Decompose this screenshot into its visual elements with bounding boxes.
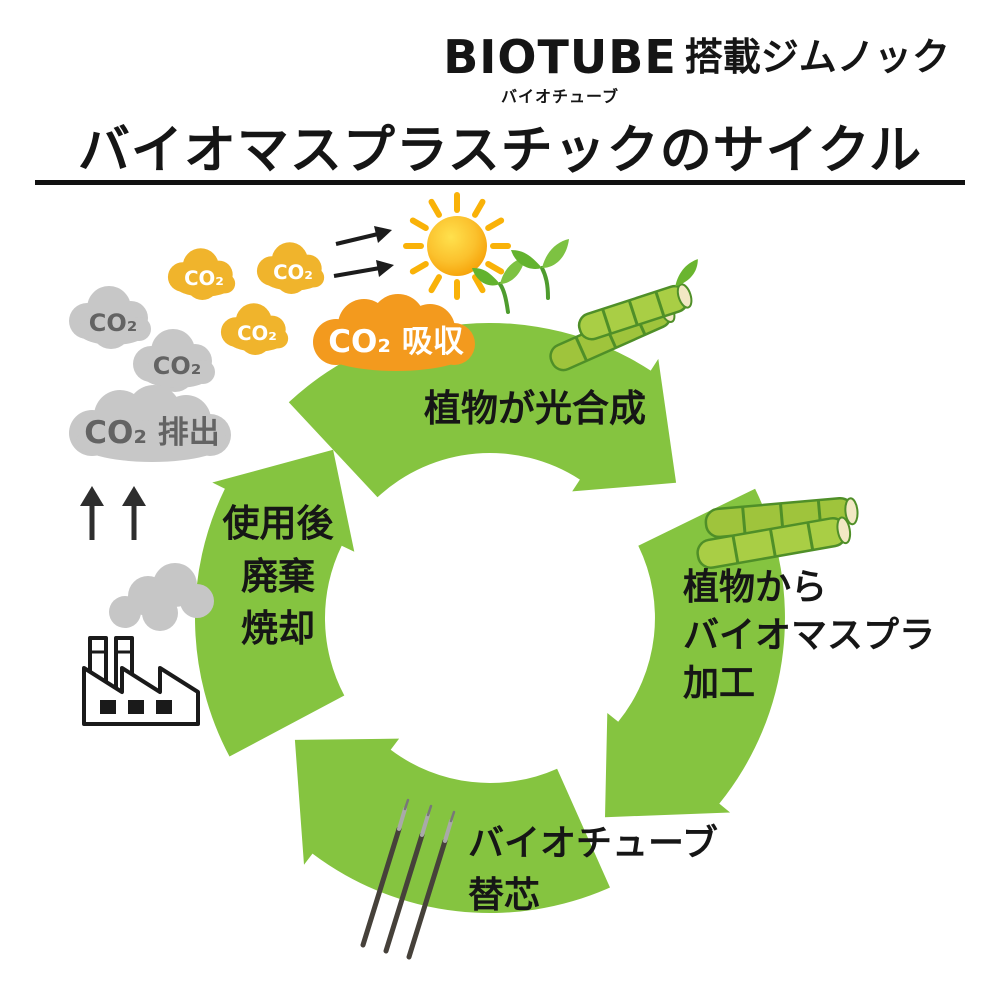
sun-ray xyxy=(472,274,486,294)
cloud-label: CO₂ xyxy=(273,261,313,284)
sun-icon xyxy=(403,192,511,300)
cycle-arrow-left xyxy=(195,449,355,757)
co2-absorption-cloud: CO₂ 吸収 xyxy=(313,294,475,371)
cycle-step-processing: 植物から バイオマスプラ 加工 xyxy=(683,564,935,708)
cloud-base xyxy=(227,327,287,352)
brand-lockup: BIOTUBE バイオチューブ 搭載ジムノック xyxy=(443,34,950,107)
sun-ray xyxy=(472,198,486,218)
sugarcane-icon-top xyxy=(549,259,698,372)
right-arrow-icon xyxy=(333,226,394,278)
sprout-icon xyxy=(472,239,569,314)
page-title: バイオマスプラスチックのサイクル xyxy=(77,121,923,181)
cloud-base xyxy=(141,358,213,388)
sun-ray xyxy=(409,217,429,231)
label-line: 使用後 xyxy=(222,502,334,545)
cloud-label: CO₂ xyxy=(89,309,138,337)
brand-column: BIOTUBE バイオチューブ xyxy=(443,34,677,107)
label-line: 加工 xyxy=(683,662,756,704)
cycle-arrows xyxy=(195,323,785,913)
label-line: 替芯 xyxy=(468,875,541,917)
co2-clouds: CO₂ CO₂ CO₂ 排出 CO₂ CO₂ CO₂ CO₂ 吸収 xyxy=(69,242,475,462)
sugarcane-icon-right xyxy=(696,496,859,569)
sun-ray xyxy=(485,261,505,275)
cloud-base xyxy=(76,420,228,462)
co2-cloud: CO₂ xyxy=(256,242,325,294)
cloud-label: CO₂ xyxy=(237,322,277,345)
brand-suffix: 搭載ジムノック xyxy=(684,35,950,79)
cycle-arrow-right xyxy=(605,488,785,818)
pen-refills-icon xyxy=(360,798,456,960)
cloud-base xyxy=(174,272,234,297)
label-line: 焼却 xyxy=(241,607,315,651)
sun-ray xyxy=(409,261,429,275)
cloud-label: CO₂ xyxy=(153,352,202,380)
brand-furigana: バイオチューブ xyxy=(500,87,620,106)
cycle-step-disposal: 使用後 廃棄 焼却 xyxy=(193,498,363,656)
cloud-label: CO₂ xyxy=(184,267,224,290)
label-line: バイオマスプラ xyxy=(683,614,936,656)
cycle-arrow-bottom xyxy=(294,738,610,913)
sun-ray xyxy=(485,217,505,231)
brand-name: BIOTUBE xyxy=(443,30,677,84)
co2-cloud: CO₂ xyxy=(133,329,215,392)
cloud-base xyxy=(263,266,323,291)
factory-icon xyxy=(82,636,200,726)
label-line: 植物から xyxy=(683,567,828,608)
smoke-icon xyxy=(109,563,214,631)
title-underline xyxy=(35,180,965,185)
co2-cloud: CO₂ xyxy=(220,303,289,355)
cloud-base xyxy=(320,329,472,371)
label-line: 廃棄 xyxy=(241,554,315,598)
up-arrow-icon xyxy=(80,486,146,540)
cloud-label: CO₂ 排出 xyxy=(84,415,219,451)
co2-cloud: CO₂ xyxy=(167,248,236,300)
co2-emission-cloud: CO₂ 排出 xyxy=(69,385,231,462)
cloud-label: CO₂ 吸収 xyxy=(328,324,463,360)
sun-ray xyxy=(428,198,442,218)
cycle-step-photosynthesis: 植物が光合成 xyxy=(424,387,646,430)
sun-ray xyxy=(428,274,442,294)
cycle-step-refill: バイオチューブ 替芯 xyxy=(468,818,718,922)
cloud-base xyxy=(77,315,149,345)
label-line: バイオチューブ xyxy=(468,823,718,864)
co2-cloud: CO₂ xyxy=(69,286,151,349)
